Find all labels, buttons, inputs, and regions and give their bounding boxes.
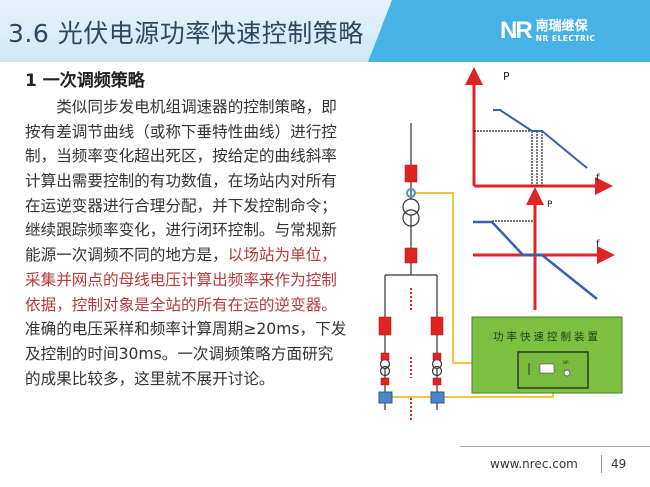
text-line: 按有差调节曲线（或称下垂特性曲线）进行控 [25,122,337,141]
device-label: 功率快速控制装置 [493,331,601,343]
droop-curve [473,220,598,300]
text-line: 的成果比较多，这里就不展开讨论。 [25,369,275,388]
logo-cn: 南瑞继保 [535,18,588,34]
text-normal: 能源一次调频不同的地方是， [25,246,228,265]
text-line: 计算出需要控制的有功数值，在场站内对所有 [25,172,337,191]
text-line: 能源一次调频不同的地方是，以场站为单位， [25,243,355,268]
device-tag: NR [563,360,569,365]
breaker-icon [404,164,418,183]
text-highlight-line: 采集并网点的母线电压计算出频率来作为控制 [25,270,337,289]
footer-separator [601,455,602,473]
slide-title: 3.6 光伏电源功率快速控制策略 [8,19,364,48]
section-heading: 1 一次调频策略 [25,71,145,91]
company-logo: NR 南瑞继保 NR ELECTRIC [500,17,596,45]
logo-en: NR ELECTRIC [535,33,596,43]
text-line: 准确的电压采样和频率计算周期≥20ms，下发 [25,320,347,339]
logo-mark: NR [500,17,533,44]
droop-chart-1 [465,67,613,195]
inverter-icon [378,391,393,404]
footer-url: www.nrec.com [490,457,578,471]
breakers [378,164,444,386]
device-knob-icon [563,369,571,377]
page-number: 49 [611,457,627,471]
text-highlight: 以场站为单位， [227,246,337,265]
chart2-x-label: f [596,239,600,250]
inverter-icon [430,391,445,404]
breaker-icon [404,247,418,264]
text-line: 制，当频率变化超出死区，按给定的曲线斜率 [25,147,337,166]
text-line: 及控制的时间30ms。一次调频策略方面研究 [25,344,334,363]
transformer-icon [402,209,420,227]
body-text: 类似同步发电机组调速器的控制策略，即 按有差调节曲线（或称下垂特性曲线）进行控 … [25,95,355,391]
footer-divider [460,446,650,447]
device-display [539,363,555,374]
brand-banner [368,0,650,62]
current-transformer-icon [406,188,416,198]
chart1-x-label: f [596,173,600,184]
breaker-icon [378,316,392,336]
text-line: 在运逆变器进行合理分配，并下发控制命令； [25,196,337,215]
text-line: 继续跟踪频率变化，进行闭环控制。与常规新 [25,221,337,240]
droop-chart-2 [473,187,615,310]
chart1-y-label: P [503,70,510,83]
text-line: 类似同步发电机组调速器的控制策略，即 [25,98,337,116]
breaker-icon [430,316,444,336]
droop-curve [493,109,588,169]
text-highlight-line: 依据，控制对象是全站的所有在运的逆变器。 [25,295,337,314]
chart2-y-label: P [547,200,553,210]
